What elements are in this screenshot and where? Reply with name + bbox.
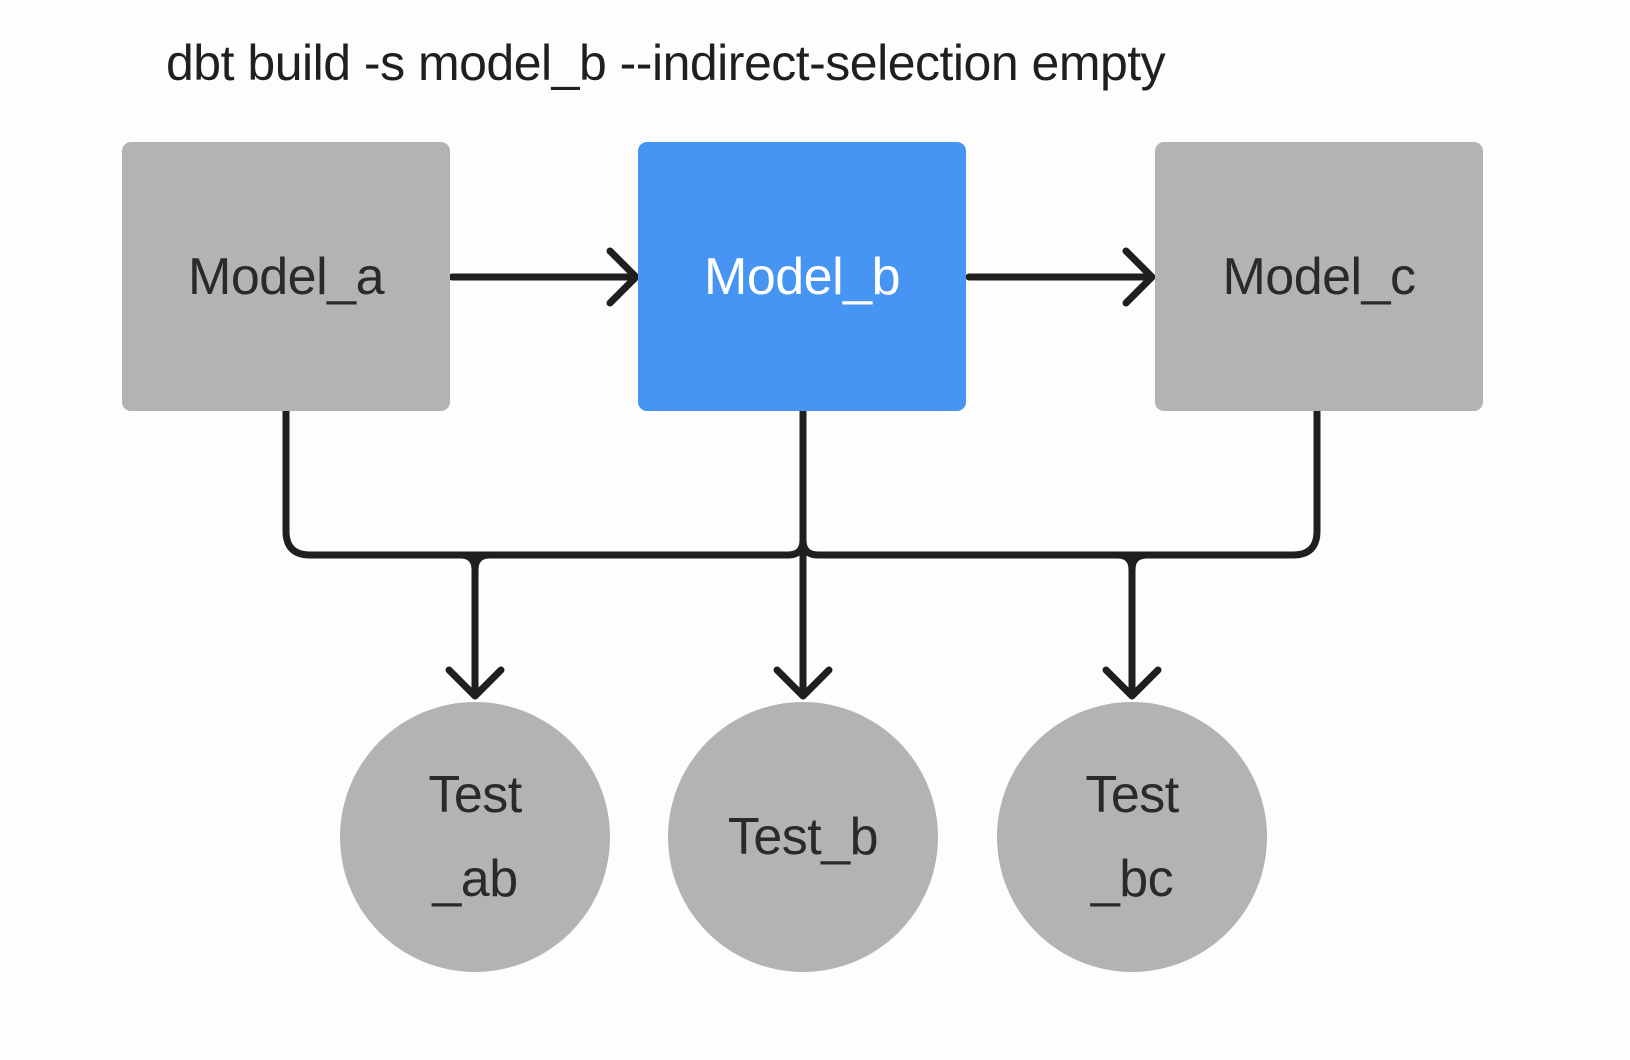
arrowhead-down-icon bbox=[1102, 666, 1162, 700]
edge-model-c-to-tests bbox=[799, 407, 1321, 559]
edge-model-a-to-tests bbox=[282, 407, 807, 559]
edge-branch-to-test-bc bbox=[1102, 551, 1162, 700]
node-model-b-selected: Model_b bbox=[638, 142, 966, 411]
node-label: Test _bc bbox=[1085, 753, 1179, 921]
node-label: Model_c bbox=[1222, 247, 1416, 306]
node-label: Test _ab bbox=[428, 753, 522, 921]
node-test-b: Test_b bbox=[668, 702, 938, 972]
node-label: Test_b bbox=[727, 807, 879, 866]
node-label-line-2: _ab bbox=[432, 850, 518, 908]
command-title: dbt build -s model_b --indirect-selectio… bbox=[166, 35, 1166, 91]
edge-branch-to-test-ab bbox=[445, 551, 505, 700]
node-test-ab: Test _ab bbox=[340, 702, 610, 972]
node-label-line-1: Test bbox=[1085, 765, 1179, 824]
node-test-bc: Test _bc bbox=[997, 702, 1267, 972]
node-label: Model_a bbox=[188, 247, 384, 306]
branch-fillet-right bbox=[471, 551, 494, 574]
arrowhead-down-icon bbox=[445, 666, 505, 700]
node-model-c: Model_c bbox=[1155, 142, 1483, 411]
node-label: Model_b bbox=[704, 247, 900, 306]
branch-fillet-right bbox=[1128, 551, 1151, 574]
node-label-line-2: _bc bbox=[1090, 850, 1174, 908]
arrowhead-right-icon bbox=[1122, 247, 1156, 307]
node-model-a: Model_a bbox=[122, 142, 450, 411]
branch-fillet-left bbox=[456, 551, 479, 695]
edge-model-b-to-model-c bbox=[965, 247, 1156, 307]
edge-elbow bbox=[799, 407, 1321, 559]
edge-model-a-to-model-b bbox=[448, 247, 640, 307]
edge-model-b-to-test-b bbox=[773, 407, 833, 700]
node-label-line-1: Test bbox=[428, 765, 522, 824]
arrowhead-right-icon bbox=[606, 247, 640, 307]
arrowhead-down-icon bbox=[773, 666, 833, 700]
branch-fillet-left bbox=[1113, 551, 1136, 695]
edge-elbow bbox=[282, 407, 807, 559]
